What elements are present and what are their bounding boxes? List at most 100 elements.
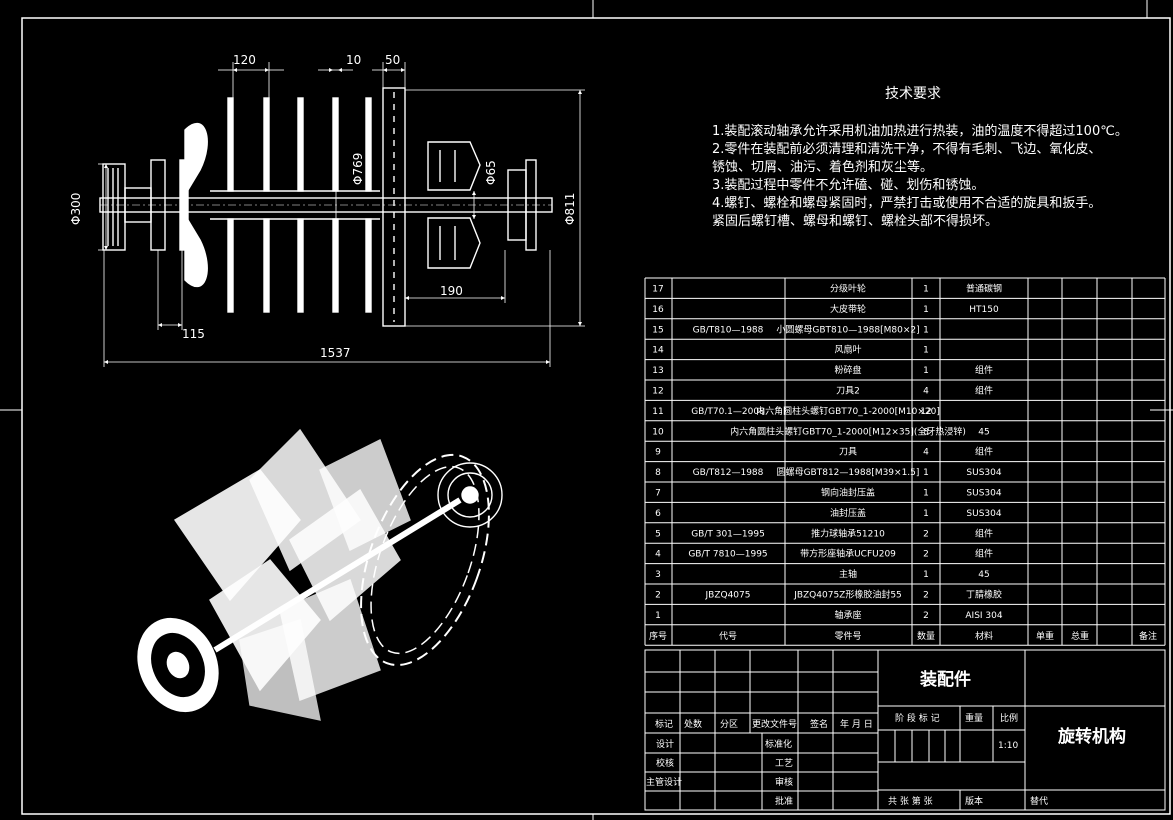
bom-cell-code: JBZQ4075 — [705, 591, 751, 601]
tech-line-4: 3.装配过程中零件不允许磕、碰、划伤和锈蚀。 — [712, 177, 984, 193]
bom-header-no: 序号 — [649, 630, 667, 642]
bom-cell-material: 45 — [978, 427, 989, 437]
bom-cell-no: 9 — [655, 448, 661, 458]
svg-text:阶 段 标 记: 阶 段 标 记 — [895, 712, 940, 724]
bom-cell-name: 圆螺母GBT812—1988[M39×1.5] — [777, 467, 920, 478]
dimension-text: 120 10 50 Φ300 Φ769 Φ65 Φ811 190 115 153… — [69, 53, 577, 360]
bom-cell-name: 粉碎盘 — [834, 364, 861, 376]
bom-cell-name: 内六角圆柱头螺钉GBT70_1-2000[M10×20] — [756, 405, 940, 417]
bom-cell-qty: 2 — [923, 611, 929, 621]
bom-cell-code: GB/T812—1988 — [693, 468, 764, 478]
bom-cell-material: SUS304 — [966, 509, 1001, 519]
classifier-top — [427, 141, 481, 191]
bom-cell-no: 14 — [652, 346, 664, 356]
bom-cell-no: 16 — [652, 305, 664, 315]
svg-text:年 月 日: 年 月 日 — [840, 718, 873, 730]
svg-text:120: 120 — [233, 53, 256, 67]
svg-text:分区: 分区 — [720, 719, 738, 730]
bom-cell-qty: 2 — [923, 550, 929, 560]
bom-header-unit-weight: 单重 — [1036, 630, 1054, 642]
svg-text:10: 10 — [346, 53, 361, 67]
isometric-view — [137, 428, 503, 721]
svg-text:标准化: 标准化 — [765, 738, 792, 750]
bom-cell-qty: 1 — [923, 509, 929, 519]
svg-text:主管设计: 主管设计 — [646, 776, 682, 788]
bom-cell-no: 3 — [655, 570, 661, 580]
blade-top — [184, 122, 208, 198]
bom-cell-material: 45 — [978, 570, 989, 580]
svg-text:处数: 处数 — [684, 718, 702, 730]
bom-cell-material: 组件 — [975, 446, 993, 458]
bom-cell-code: GB/T810—1988 — [693, 325, 764, 335]
svg-text:115: 115 — [182, 327, 205, 341]
svg-text:Φ769: Φ769 — [351, 153, 365, 185]
svg-text:审核: 审核 — [775, 776, 793, 788]
technical-requirements: 技术要求 1.装配滚动轴承允许采用机油加热进行热装，油的温度不得超过100℃。 … — [712, 86, 1128, 229]
bom-cell-qty: 1 — [923, 305, 929, 315]
crushing-disc — [382, 87, 406, 327]
bom-header-name: 零件号 — [834, 630, 861, 642]
svg-text:标记: 标记 — [655, 718, 673, 730]
bom-header-material: 材料 — [975, 630, 993, 642]
bom-cell-name: 轴承座 — [834, 609, 861, 621]
svg-text:工艺: 工艺 — [775, 758, 793, 769]
bom-cell-qty: 2 — [923, 529, 929, 539]
bom-cell-qty: 1 — [923, 366, 929, 376]
bom-cell-material: 组件 — [975, 364, 993, 376]
tech-line-5: 4.螺钉、螺栓和螺母紧固时，严禁打击或使用不合适的旋具和扳手。 — [712, 195, 1101, 211]
bom-header-qty: 数量 — [917, 630, 935, 642]
bom-cell-material: SUS304 — [966, 489, 1001, 499]
bom-cell-no: 5 — [655, 529, 661, 539]
bom-cell-material: HT150 — [969, 305, 999, 315]
svg-text:版本: 版本 — [965, 795, 983, 807]
bom-cell-name: 刀具 — [839, 447, 857, 458]
bom-cell-qty: 1 — [923, 346, 929, 356]
assembly-label: 装配件 — [919, 669, 971, 690]
bom-cell-name: 小圆螺母GBT810—1988[M80×2] — [776, 324, 919, 335]
bom-cell-qty: 1 — [923, 325, 929, 335]
bom-cell-qty: 1 — [923, 570, 929, 580]
bom-cell-no: 15 — [652, 325, 663, 335]
svg-text:50: 50 — [385, 53, 400, 67]
tech-title: 技术要求 — [885, 86, 941, 102]
drawing-name: 旋转机构 — [1057, 726, 1126, 747]
svg-text:共 张 第 张: 共 张 第 张 — [888, 795, 933, 807]
bom-cell-qty: 4 — [923, 387, 929, 397]
bom-header-total-weight: 总重 — [1071, 630, 1089, 642]
tech-line-3: 锈蚀、切屑、油污、着色剂和灰尘等。 — [712, 159, 933, 175]
bom-cell-name: 大皮带轮 — [830, 303, 866, 315]
bom-cell-name: 带方形座轴承UCFU209 — [800, 548, 896, 560]
bom-header-code: 代号 — [719, 631, 737, 642]
bom-cell-material: 普通碳钢 — [966, 283, 1002, 295]
bom-cell-no: 11 — [652, 407, 663, 417]
bom-cell-name: 刀具2 — [836, 386, 860, 397]
svg-text:批准: 批准 — [775, 795, 793, 807]
svg-text:比例: 比例 — [1000, 712, 1018, 724]
svg-text:1537: 1537 — [320, 346, 351, 360]
svg-text:设计: 设计 — [656, 738, 674, 750]
bom-cell-no: 6 — [655, 509, 661, 519]
bom-cell-no: 13 — [652, 366, 663, 376]
tech-line-2: 2.零件在装配前必须清理和清洗干净，不得有毛刺、飞边、氧化皮、 — [712, 141, 1101, 157]
bom-cell-material: 丁腈橡胶 — [966, 589, 1002, 601]
blade-bottom — [184, 212, 208, 288]
svg-text:190: 190 — [440, 284, 463, 298]
bom-cell-code: GB/T 301—1995 — [691, 529, 765, 539]
bom-cell-name: 推力球轴承51210 — [811, 527, 885, 539]
bom-cell-name: 主轴 — [839, 568, 857, 580]
svg-text:Φ65: Φ65 — [484, 160, 498, 185]
bom-cell-name: 风扇叶 — [834, 344, 861, 356]
bom-cell-no: 8 — [655, 468, 661, 478]
bom-cell-qty: 2 — [923, 591, 929, 601]
tech-line-6: 紧固后螺钉槽、螺母和螺钉、螺栓头部不得损坏。 — [712, 213, 998, 229]
bom-cell-name: 分级叶轮 — [830, 283, 866, 295]
bom-cell-material: 组件 — [975, 385, 993, 397]
svg-text:签名: 签名 — [810, 718, 828, 730]
title-block — [644, 649, 1166, 811]
title-block-text: 装配件 旋转机构 标记 处数 分区 更改文件号 签名 年 月 日 阶 段 标 记… — [646, 669, 1126, 807]
bearing-flange-iso — [437, 462, 503, 528]
svg-text:1:10: 1:10 — [998, 741, 1018, 751]
